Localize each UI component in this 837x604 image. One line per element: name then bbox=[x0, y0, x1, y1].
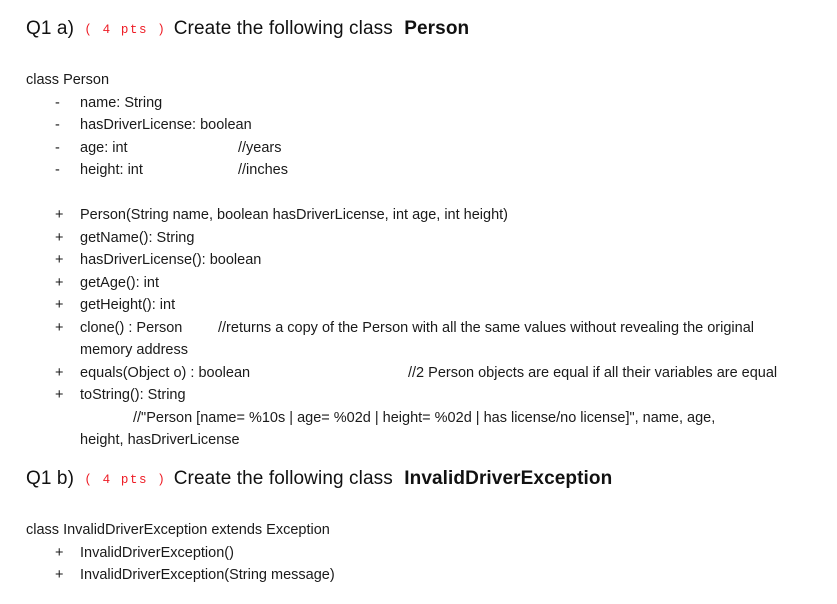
question-heading-q1a: Q1 a) ( 4 pts ) Create the following cla… bbox=[26, 18, 469, 40]
method-label-exception-message: InvalidDriverException(String message) bbox=[80, 567, 335, 583]
question-label-q1b: Q1 b) bbox=[26, 468, 75, 489]
question-classname-q1b: InvalidDriverException bbox=[404, 468, 613, 489]
field-label-hasdriverlicense: hasDriverLicense: boolean bbox=[80, 117, 252, 133]
method-label-constructor: Person(String name, boolean hasDriverLic… bbox=[80, 207, 508, 223]
method-row-getage: + getAge(): int bbox=[26, 272, 159, 295]
method-row-exception-default: + InvalidDriverException() bbox=[26, 542, 330, 565]
field-row-age: - age: int //years bbox=[26, 137, 282, 160]
question-points-q1a: ( 4 pts ) bbox=[84, 23, 167, 37]
method-comment-clone-continuation: memory address bbox=[80, 342, 188, 358]
visibility-sign: + bbox=[55, 567, 64, 583]
field-label-height: height: int bbox=[80, 162, 143, 178]
tostring-format-comment: //"Person [name= %10s | age= %02d | heig… bbox=[133, 409, 716, 426]
field-label-name: name: String bbox=[80, 94, 163, 111]
field-row-hasdriverlicense: - hasDriverLicense: boolean bbox=[26, 114, 252, 137]
question-label-q1a: Q1 a) bbox=[26, 18, 75, 39]
tostring-format-comment-continuation: height, hasDriverLicense bbox=[80, 432, 240, 448]
exception-class-block: class InvalidDriverException extends Exc… bbox=[26, 519, 335, 587]
method-row-getheight: + getHeight(): int bbox=[26, 294, 175, 317]
question-points-q1b: ( 4 pts ) bbox=[84, 473, 167, 487]
visibility-sign: + bbox=[55, 297, 64, 313]
method-comment-clone: //returns a copy of the Person with all … bbox=[218, 319, 754, 336]
visibility-sign: - bbox=[55, 117, 60, 133]
visibility-sign: - bbox=[55, 94, 60, 111]
visibility-sign: + bbox=[55, 319, 64, 336]
question-prompt-q1b: Create the following class bbox=[173, 468, 393, 489]
method-label-hasdriverlicense: hasDriverLicense(): boolean bbox=[80, 252, 262, 268]
visibility-sign: + bbox=[55, 207, 64, 223]
field-row-name: - name: String bbox=[26, 92, 162, 115]
tostring-format-row: //"Person [name= %10s | age= %02d | heig… bbox=[26, 407, 715, 430]
visibility-sign: + bbox=[55, 544, 64, 561]
method-comment-equals: //2 Person objects are equal if all thei… bbox=[408, 364, 778, 381]
method-row-getname: + getName(): String bbox=[26, 227, 194, 250]
person-class-block: class Person - name: String - hasDriverL… bbox=[26, 69, 777, 452]
method-label-clone: clone() : Person bbox=[80, 319, 183, 336]
question-prompt-q1a: Create the following class bbox=[173, 18, 393, 39]
method-label-exception-default: InvalidDriverException() bbox=[80, 544, 234, 561]
method-row-clone: + clone() : Person //returns a copy of t… bbox=[26, 317, 754, 340]
visibility-sign: + bbox=[55, 274, 64, 291]
method-row-constructor: + Person(String name, boolean hasDriverL… bbox=[26, 204, 508, 227]
block-spacer bbox=[26, 182, 109, 205]
method-row-tostring: + toString(): String bbox=[26, 384, 186, 407]
field-row-height: - height: int //inches bbox=[26, 159, 288, 182]
visibility-sign: + bbox=[55, 229, 64, 246]
person-class-declaration: class Person bbox=[26, 72, 110, 88]
method-comment-clone-continuation-row: memory address bbox=[26, 339, 188, 362]
method-label-tostring: toString(): String bbox=[80, 387, 186, 403]
question-classname-q1a: Person bbox=[404, 18, 470, 39]
tostring-format-tail-row: height, hasDriverLicense bbox=[26, 429, 240, 452]
visibility-sign: + bbox=[55, 252, 64, 268]
visibility-sign: - bbox=[55, 162, 60, 178]
visibility-sign: + bbox=[55, 364, 64, 381]
field-comment-height: //inches bbox=[238, 162, 288, 178]
field-comment-age: //years bbox=[238, 139, 282, 156]
exception-class-declaration: class InvalidDriverException extends Exc… bbox=[26, 522, 330, 538]
visibility-sign: - bbox=[55, 139, 60, 156]
method-label-equals: equals(Object o) : boolean bbox=[80, 364, 251, 381]
visibility-sign: + bbox=[55, 387, 64, 403]
method-label-getage: getAge(): int bbox=[80, 274, 159, 291]
question-heading-q1b: Q1 b) ( 4 pts ) Create the following cla… bbox=[26, 468, 612, 490]
method-row-equals: + equals(Object o) : boolean //2 Person … bbox=[26, 362, 777, 385]
method-label-getname: getName(): String bbox=[80, 229, 195, 246]
method-row-exception-message: + InvalidDriverException(String message) bbox=[26, 564, 335, 587]
field-label-age: age: int bbox=[80, 139, 128, 156]
method-row-hasdriverlicense: + hasDriverLicense(): boolean bbox=[26, 249, 261, 272]
method-label-getheight: getHeight(): int bbox=[80, 297, 176, 313]
